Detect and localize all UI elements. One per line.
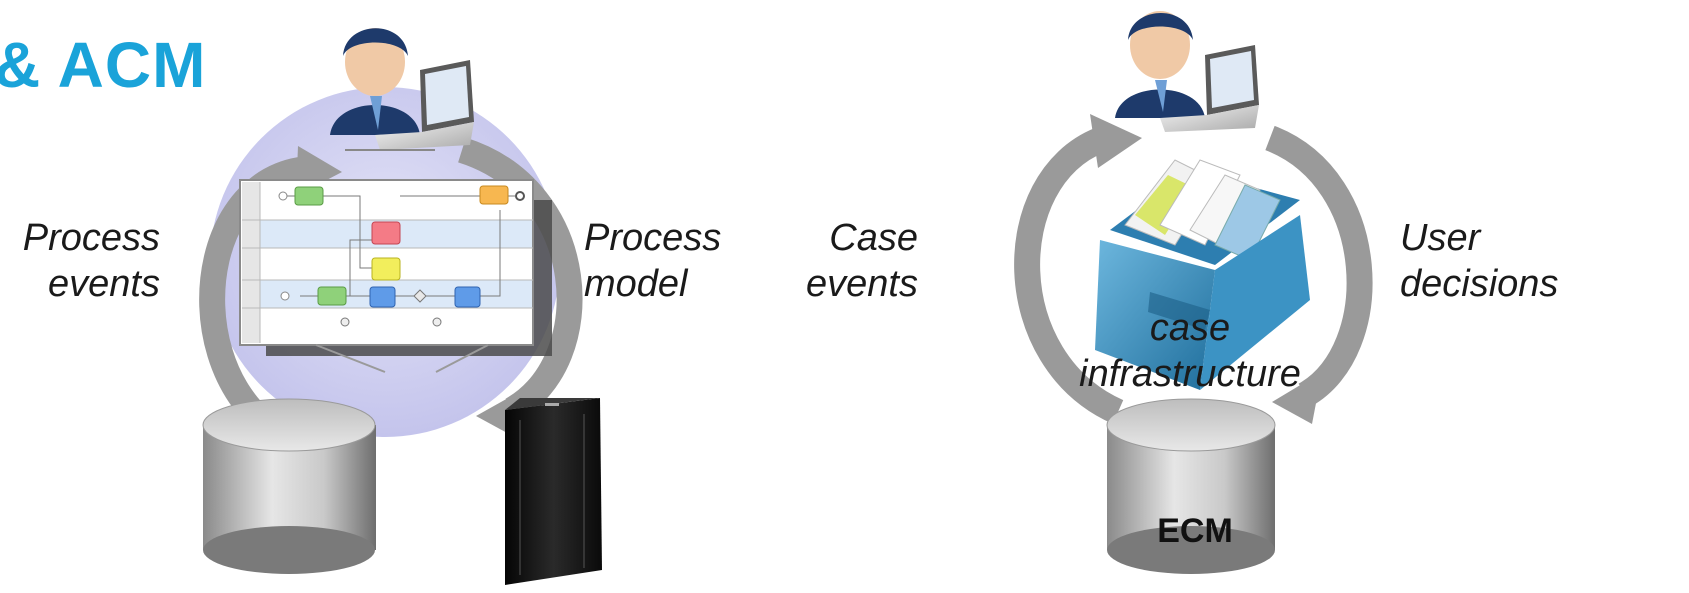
connector-lines bbox=[315, 344, 489, 373]
label-line: Case bbox=[829, 217, 918, 259]
right-case-diagram bbox=[1014, 11, 1373, 574]
process-model-thumbnail bbox=[239, 179, 552, 356]
label-line: infrastructure bbox=[1079, 353, 1301, 395]
label-user-decisions: User decisions bbox=[1400, 215, 1580, 307]
label-case-infrastructure: case infrastructure bbox=[1060, 305, 1320, 397]
label-line: case bbox=[1149, 307, 1231, 349]
user-laptop-icon-case bbox=[1115, 11, 1259, 132]
left-process-diagram bbox=[199, 28, 602, 585]
label-line: Process bbox=[584, 217, 722, 259]
database-cylinder-ecm bbox=[1106, 398, 1276, 574]
label-line: events bbox=[48, 263, 160, 305]
label-line: User bbox=[1400, 217, 1481, 259]
database-cylinder-left bbox=[202, 398, 376, 574]
cycle-arrow-case bbox=[1014, 114, 1142, 424]
user-laptop-icon bbox=[330, 28, 474, 151]
case-folder-icon bbox=[1095, 159, 1310, 390]
label-line: decisions bbox=[1400, 263, 1559, 305]
label-case-events: Case events bbox=[780, 215, 918, 307]
slide-title: & ACM bbox=[0, 29, 207, 101]
label-process-events: Process events bbox=[10, 215, 160, 307]
label-line: model bbox=[584, 263, 688, 305]
ecm-label: ECM bbox=[1157, 512, 1233, 550]
mainframe-server-icon bbox=[505, 398, 602, 585]
label-line: events bbox=[806, 263, 918, 305]
label-process-model: Process model bbox=[584, 215, 744, 307]
cycle-arrow-user bbox=[1264, 125, 1373, 424]
label-line: Process bbox=[22, 217, 160, 259]
